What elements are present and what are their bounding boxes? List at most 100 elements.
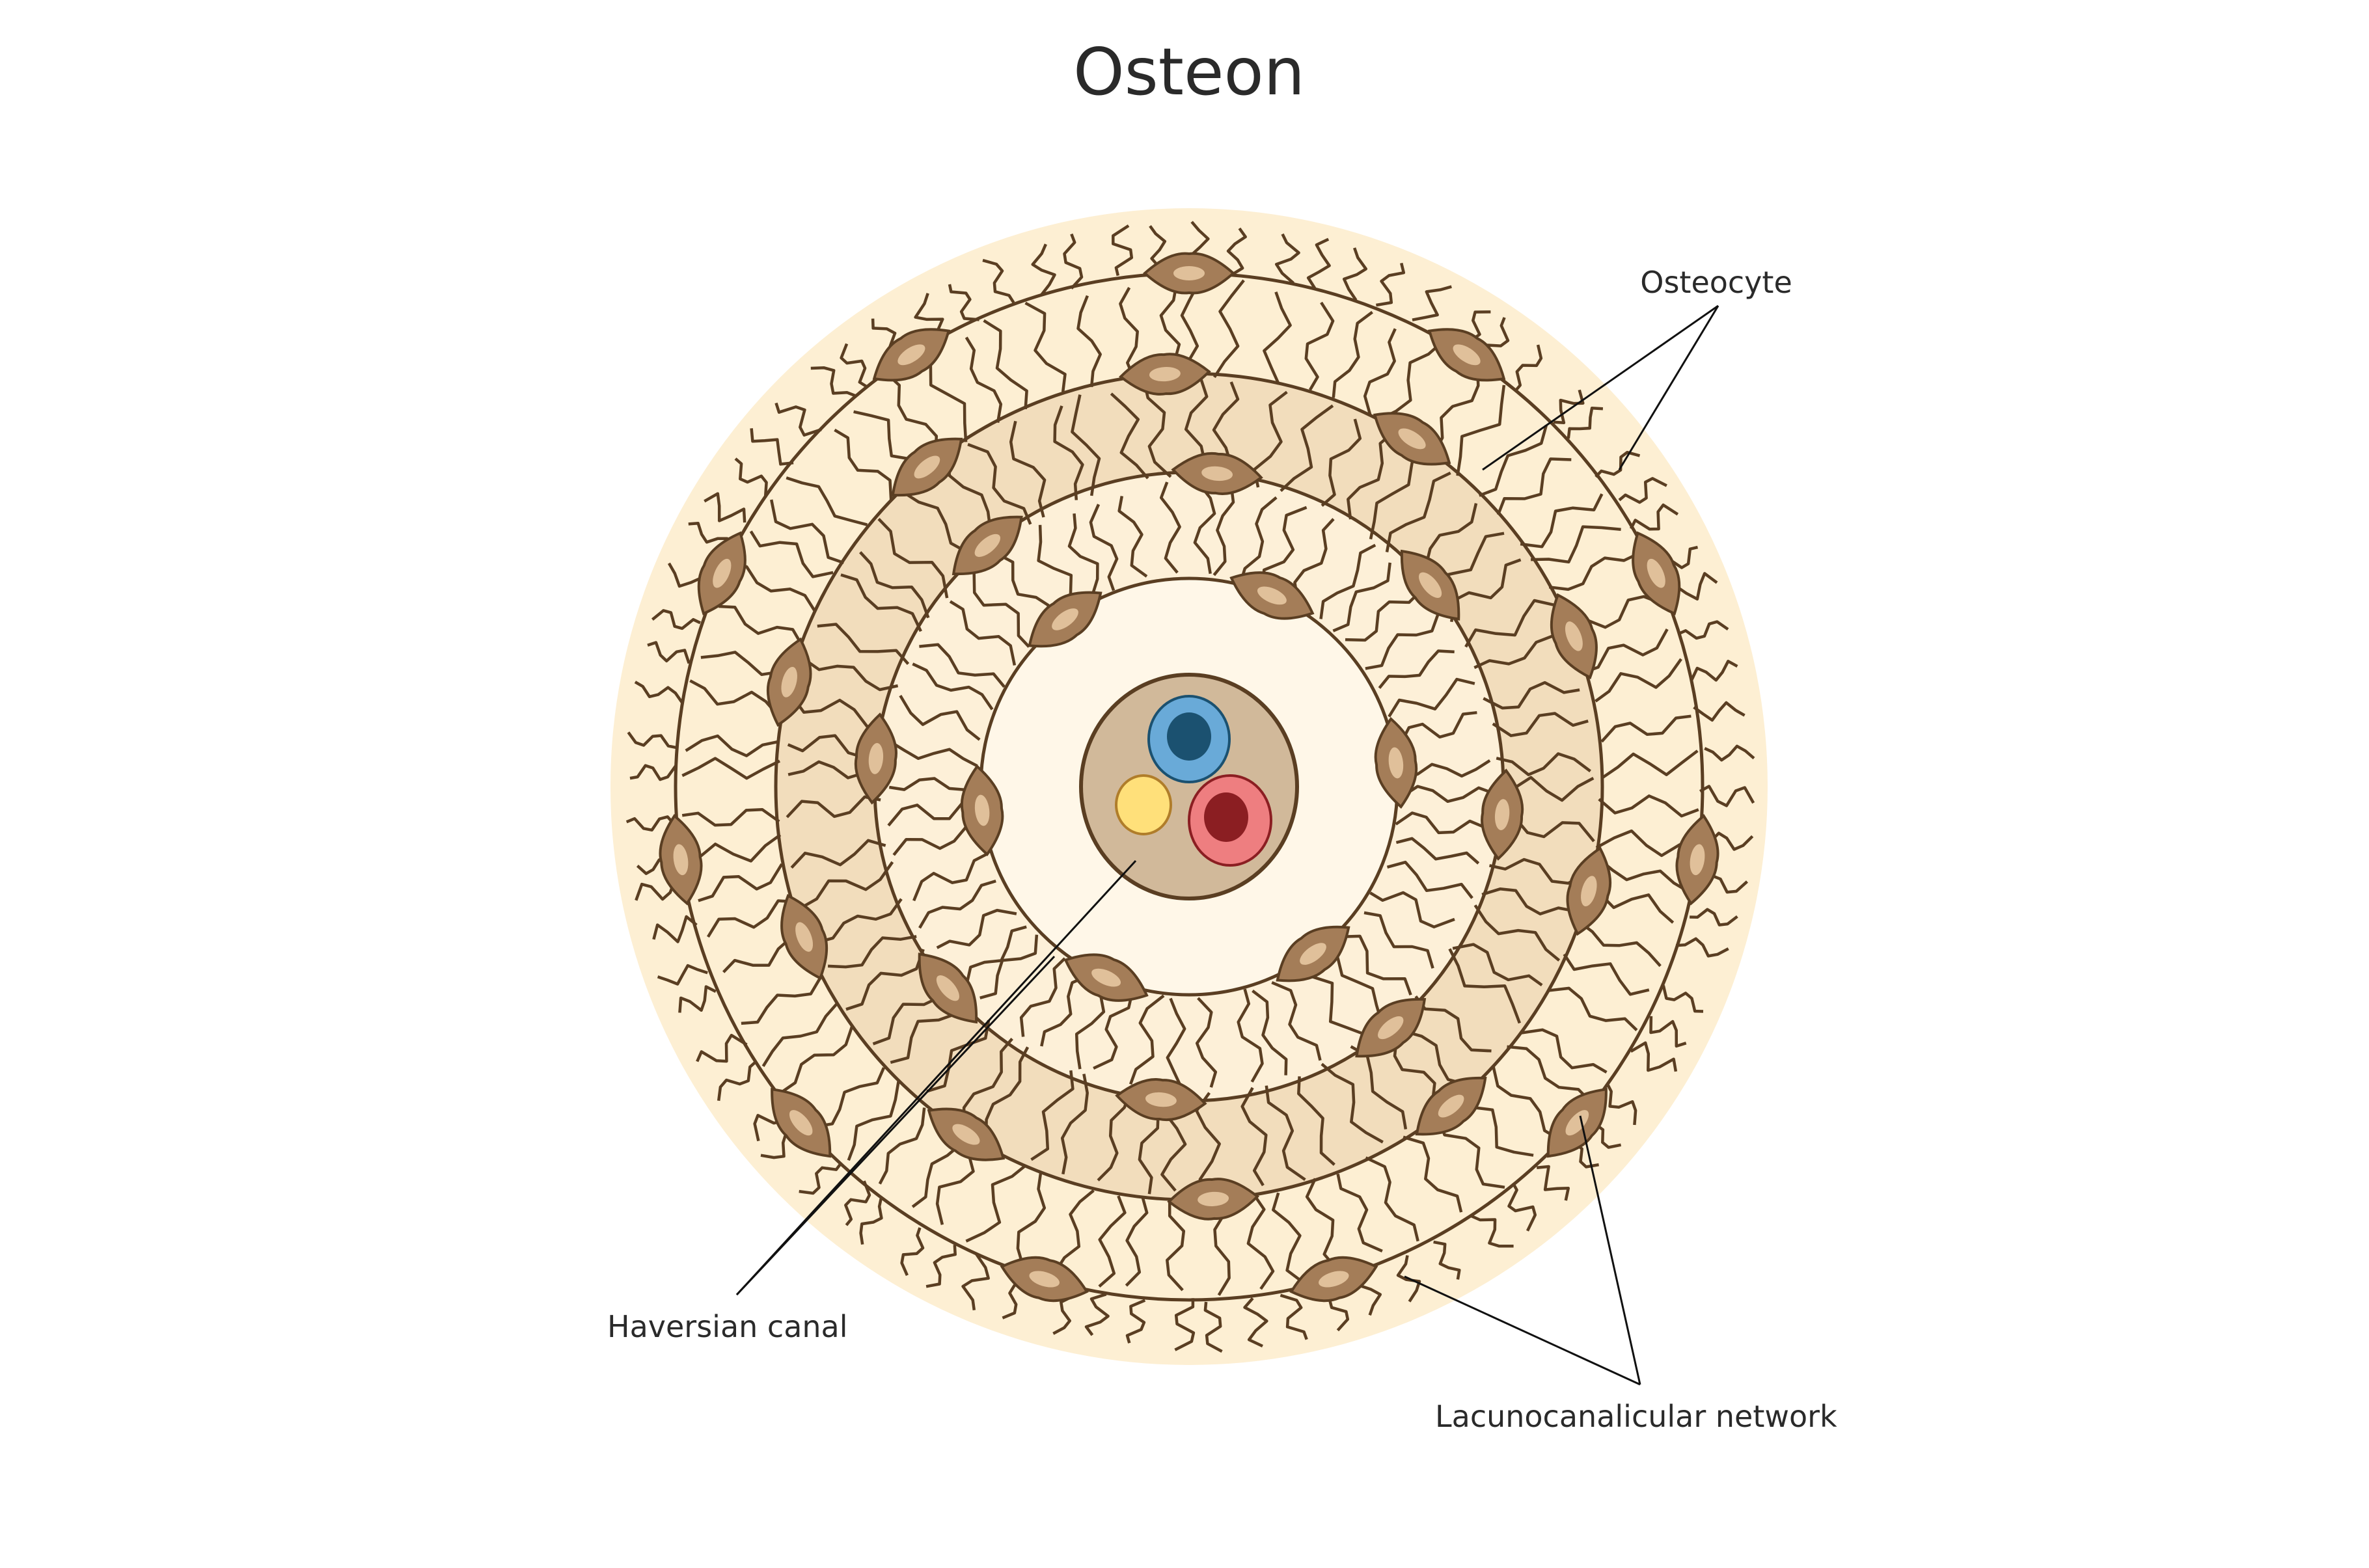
canaliculus [1071,394,1101,496]
canaliculus [730,560,817,613]
canaliculus [1618,477,1667,504]
canaliculus [1385,471,1451,553]
canaliculus [1040,974,1089,1047]
canaliculus [1129,994,1165,1085]
canaliculus [1675,937,1729,958]
canaliculus [1376,262,1406,307]
canaliculus [801,861,894,909]
canaliculus [1342,247,1368,301]
canaliculus [1386,860,1473,899]
canaliculus [1112,224,1134,277]
osteocyte [1229,571,1315,620]
canaliculus [1630,1041,1678,1072]
canaliculus [804,658,899,692]
canaliculus [912,662,994,710]
canaliculus [1492,712,1589,737]
osteocyte [891,437,963,497]
canaliculus [1578,921,1662,967]
canaliculus [900,1227,925,1277]
canaliculus [1496,752,1591,776]
canaliculus [859,1197,883,1245]
canaliculus [657,964,708,986]
canaliculus [1601,750,1699,779]
canaliculus [918,879,996,929]
canaliculus [1166,1201,1186,1291]
nerve [1115,774,1172,835]
canaliculus [1595,450,1641,478]
canaliculus [983,319,1028,410]
canaliculus [814,1067,886,1129]
canaliculus [1365,612,1440,670]
canaliculus [1125,1196,1149,1287]
canaliculus [799,1162,843,1195]
canaliculus [1481,887,1574,915]
canaliculus [1159,481,1181,574]
osteocyte [1675,814,1719,906]
canaliculus [1319,543,1376,619]
canaliculus [1433,366,1480,453]
canaliculus [1280,1293,1308,1340]
canaliculus [1403,759,1491,781]
canaliculus [1553,389,1585,425]
canaliculus [859,551,930,619]
canaliculus [1297,1076,1335,1166]
canaliculus [1412,285,1452,321]
canaliculus [912,852,988,902]
canaliculus [1098,1195,1127,1288]
osteocyte [1355,997,1427,1058]
canaliculus [1195,997,1218,1088]
osteocyte [918,953,978,1024]
canaliculus [647,641,691,664]
canaliculus [936,908,1017,949]
canaliculus [886,373,938,457]
canaliculus [965,1164,1027,1243]
osteocyte [1566,846,1612,936]
label-lacunocanalicular-network: Lacunocanalicular network [1435,1399,1837,1434]
canaliculus [1009,420,1047,518]
osteocyte [1171,452,1263,495]
canaliculus [1401,785,1494,804]
canaliculus [965,925,1027,984]
osteocyte [1142,252,1236,295]
canaliculus [1548,552,1639,591]
canaliculus [634,681,684,704]
canaliculus [1395,811,1485,835]
canaliculus [1704,744,1755,762]
leader-lines [735,304,1719,1386]
canaliculus [1470,1215,1514,1248]
canaliculus [1304,301,1335,391]
canaliculus [749,530,834,578]
canaliculus [1649,1016,1687,1048]
canaliculus [1507,1045,1591,1103]
canaliculus [774,402,822,437]
canaliculus [719,604,804,648]
canaliculus [962,1038,1013,1128]
canaliculus [1332,310,1373,398]
canaliculus [704,492,746,523]
canaliculus [1016,1172,1047,1268]
canaliculus [790,839,886,869]
canaliculus [1193,481,1216,574]
canaliculus [1089,504,1119,591]
canaliculus [1117,496,1148,578]
canaliculus [828,935,917,969]
canaliculus [1203,1301,1223,1353]
canaliculus [998,554,1050,624]
canaliculus [625,815,678,832]
canaliculus [1365,1156,1419,1242]
canaliculus [685,734,779,757]
osteocyte [1119,353,1211,396]
canaliculus [1271,981,1322,1061]
canaliculus [1507,1182,1537,1232]
canaliculus [1337,934,1412,995]
canaliculus [706,899,795,938]
osteocyte [659,814,703,906]
canaliculus [840,573,922,632]
canaliculus [847,1081,900,1161]
canaliculus [629,764,677,781]
canaliculus [1403,1135,1463,1213]
canaliculus [1492,1066,1560,1141]
canaliculus [1489,858,1588,885]
canaliculus [899,694,981,741]
canaliculus [1263,291,1292,385]
